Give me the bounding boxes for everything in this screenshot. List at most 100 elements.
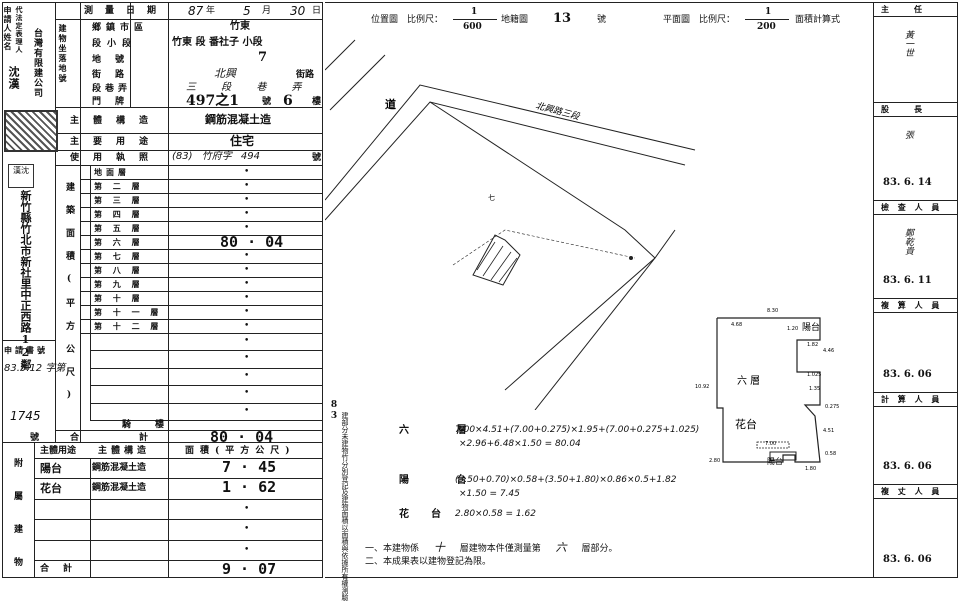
personal-seal: 漢沈 (8, 164, 34, 188)
calc-line-2: ×2.96+6.48×1.50 = 80.04 (459, 439, 581, 449)
floor-area-value: • (244, 223, 250, 233)
note-1-suffix: 層部分。 (581, 544, 618, 554)
annex-area: • (244, 524, 250, 535)
plan-balcony-label: 陽台 (802, 321, 820, 333)
extra-row-line (90, 367, 322, 369)
plan-dimension-label: 1.35 (809, 386, 820, 392)
survey-month-suffix: 月 (262, 6, 272, 16)
role-divider (873, 392, 958, 393)
usage-label: 主要用途 (70, 137, 163, 147)
extra-row-value: • (244, 370, 250, 381)
annex-area: • (244, 503, 250, 514)
plan-method: 面積計算式 (795, 15, 841, 25)
role-label: 計 算 人 員 (881, 394, 943, 404)
role-date: 83. 6. 11 (883, 275, 932, 286)
plan-dimension-label: 1.025 (807, 372, 821, 378)
township-label: 鄉鎮市區 (92, 23, 149, 33)
role-signature: 黃一世 (903, 30, 913, 57)
survey-month: 5 (243, 4, 251, 18)
address: 新竹縣竹北市新社里中正西路12鄰 (19, 190, 32, 370)
area-side-label: 建築面積(平方公尺) (64, 182, 74, 414)
annex-use: 陽台 (40, 462, 62, 475)
section-label: 段小段 (92, 39, 138, 49)
role-header-line (873, 16, 958, 17)
role-divider (873, 200, 958, 201)
plan-dimension-label: 1.20 (787, 326, 798, 332)
extra-row-line (90, 420, 322, 421)
extra-row-line (90, 385, 322, 387)
application-no: 1745 (10, 409, 41, 423)
plan-dimension-label: 1.80 (805, 466, 816, 472)
role-signature: 張 (903, 130, 913, 139)
note-1: 一、本建物係 十 層建物本件僅測量第 六 層部分。 (365, 542, 618, 554)
location-scale-label: 比例尺： (407, 15, 444, 25)
plan-dimension-label: 10.92 (695, 384, 709, 390)
calc-line-1: (3.50+0.70)×0.58+(3.50+1.80)×0.86×0.5+1.… (455, 475, 677, 485)
floor-area-value: • (244, 167, 250, 177)
road-name: 北興路三段 (534, 100, 581, 123)
role-label: 複 算 人 員 (881, 300, 943, 310)
location-scale-num: 1 (471, 7, 478, 17)
floor-suffix: 樓 (312, 97, 322, 107)
floor-row-line (80, 193, 322, 194)
floor-area-value: • (244, 251, 250, 261)
role-header-line (873, 498, 958, 499)
applicant-name: 台灣有限建公司 (32, 28, 42, 98)
map-lot-label: 七 (488, 193, 495, 202)
survey-day-suffix: 日 (312, 6, 322, 16)
location-map: 道 北興路三段 七 (325, 39, 696, 410)
company-stamp (4, 110, 58, 152)
floor-area-value: • (244, 293, 250, 303)
annex-use: 花台 (40, 482, 62, 496)
role-date: 83. 6. 06 (883, 369, 932, 380)
calc-line-2: ×1.50 = 7.45 (459, 489, 520, 499)
note-1-floor-no: 六 (555, 541, 567, 554)
location-map-label: 地籍圖 (501, 15, 529, 25)
floor-name: 第 六 層 (94, 237, 144, 247)
role-label: 複 丈 人 員 (881, 486, 943, 496)
street-label: 街路 (92, 70, 139, 80)
floor-row-line (80, 249, 322, 250)
floor-row-line (80, 235, 322, 236)
role-label: 檢 查 人 員 (881, 202, 943, 212)
plan-label: 平面圖 (663, 15, 691, 25)
township-value: 竹東 (230, 21, 250, 32)
representative-label: 代法定表理人 (15, 6, 24, 54)
role-divider (873, 102, 958, 103)
representative-name: 沈漢 (7, 66, 20, 90)
calc-line-1: 2.80×0.58 = 1.62 (455, 509, 536, 519)
plan-dimension-label: 2.80 (709, 458, 720, 464)
floor-row-line (80, 277, 322, 278)
extra-row-value: • (244, 353, 250, 364)
floor-name: 第 十 二 層 (94, 321, 163, 331)
location-scale-bar (453, 19, 497, 20)
calc-label: 陽 台 (399, 475, 489, 486)
section-value: 竹東 段 番社子 小段 (172, 37, 263, 48)
annex-total-label: 合計 (40, 564, 87, 574)
extra-row-line (90, 402, 322, 404)
plan-dimension-label: 1.82 (807, 342, 818, 348)
license-value: (83) 竹府字 494 (172, 151, 260, 162)
extra-row-line (90, 350, 322, 352)
floor-row-line (80, 319, 322, 320)
floor-area-value: • (244, 195, 250, 205)
plan-dimension-label: 0.275 (825, 404, 839, 410)
role-date: 83. 6. 06 (883, 554, 932, 565)
annex-structure: 鋼筋混凝土造 (92, 483, 147, 494)
location-map-no: 13 (553, 11, 572, 26)
floor-area-value: • (244, 307, 250, 317)
role-label: 股 長 (881, 104, 925, 114)
floor-name: 第 十 層 (94, 293, 144, 303)
road-label: 道 (385, 97, 396, 111)
floor-name: 第 三 層 (94, 195, 144, 205)
calc-label: 花台 (399, 509, 463, 520)
annex-structure: 鋼筋混凝土造 (92, 463, 147, 473)
annex-area: 7 · 45 (222, 458, 277, 476)
annex-row-line (34, 539, 322, 541)
total-value: 80 · 04 (210, 428, 274, 446)
floor-row-line (80, 179, 322, 180)
floor-area-value: • (244, 209, 250, 219)
floor-name: 第 五 層 (94, 223, 144, 233)
note-1-floors: 十 (433, 541, 445, 554)
